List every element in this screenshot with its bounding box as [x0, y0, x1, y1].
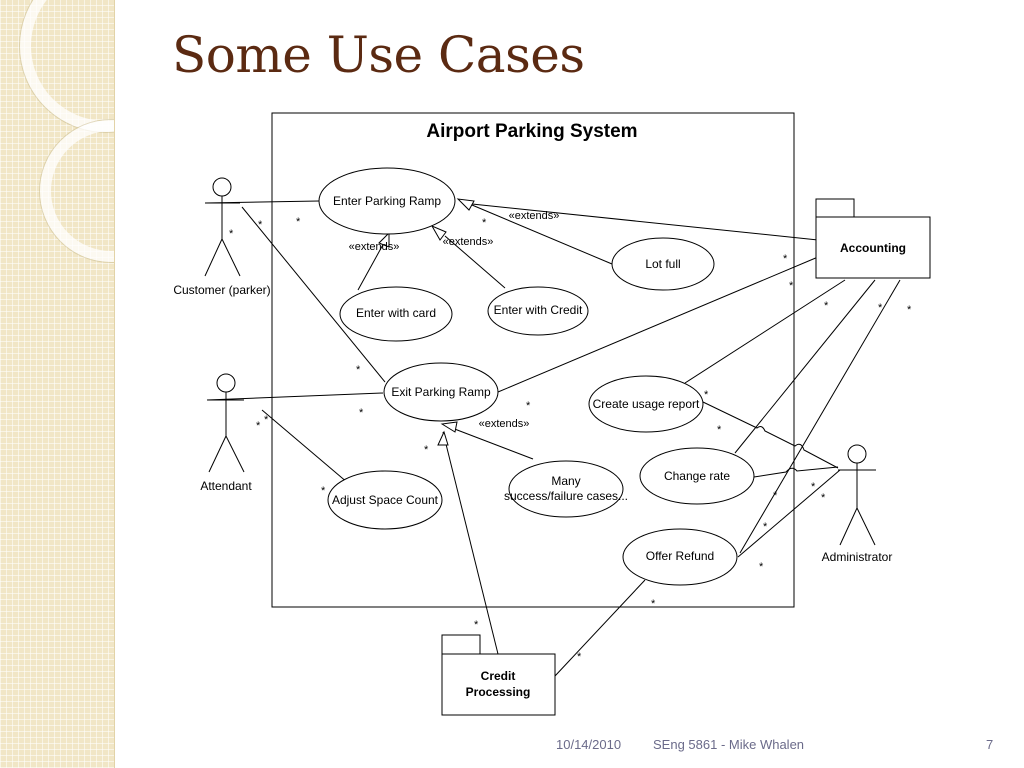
- use-case-enter-with-card-label: Enter with card: [356, 306, 436, 320]
- assoc-attendant-exit: [206, 392, 384, 401]
- multiplicity-star: *: [824, 300, 829, 312]
- use-case-many-cases: [508, 460, 624, 518]
- system-title: Airport Parking System: [426, 121, 637, 142]
- slide-title: Some Use Cases: [172, 26, 585, 84]
- use-case-lot-full: [611, 237, 715, 291]
- multiplicity-star: *: [356, 364, 361, 376]
- assoc-refund-admin: [737, 469, 841, 558]
- multiplicity-star: *: [264, 414, 269, 426]
- multiplicity-star: *: [359, 407, 364, 419]
- assoc-customer-exit: [241, 206, 386, 383]
- extends-card-line: [357, 240, 386, 291]
- attendant-label: Attendant: [200, 479, 252, 493]
- credit-exit-arrowhead: [437, 430, 449, 446]
- assoc-report-accounting: [684, 279, 846, 384]
- use-case-exit-parking-ramp-label: Exit Parking Ramp: [391, 385, 491, 399]
- multiplicity-star: *: [526, 400, 531, 412]
- assoc-rate-admin: [753, 466, 839, 478]
- administrator-label: Administrator: [822, 550, 893, 564]
- multiplicity-star: *: [763, 521, 768, 533]
- extends-lotfull-line: [471, 204, 613, 265]
- customer-actor: [204, 177, 241, 277]
- multiplicity-star: *: [773, 490, 778, 502]
- multiplicity-star: *: [424, 444, 429, 456]
- use-case-adjust-space-count: [327, 470, 443, 530]
- extends-lotfull-arrowhead: [456, 198, 475, 211]
- assoc-report-admin: [702, 401, 839, 469]
- use-case-many-label-line2: success/failure cases...: [504, 489, 628, 503]
- assoc-refund-credit: [554, 579, 646, 677]
- use-case-change-rate: [639, 447, 755, 505]
- use-case-many-label-line1: Many: [551, 474, 580, 488]
- use-case-enter-parking-ramp: [318, 167, 456, 235]
- use-case-enter-parking-ramp-label: Enter Parking Ramp: [333, 194, 441, 208]
- multiplicity-star: *: [474, 619, 479, 631]
- extends-card-arrowhead: [378, 231, 390, 248]
- multiplicity-star: *: [256, 420, 261, 432]
- extends-label-lot-full: «extends»: [509, 210, 560, 222]
- multiplicity-star: *: [704, 389, 709, 401]
- use-case-change-rate-label: Change rate: [664, 469, 730, 483]
- extends-many-arrowhead: [440, 421, 458, 433]
- multiplicity-star: *: [783, 253, 788, 265]
- assoc-exit-accounting: [497, 256, 819, 393]
- page-number: 7: [986, 737, 994, 752]
- accounting-label: Accounting: [840, 241, 906, 255]
- use-case-enter-with-credit: [487, 286, 589, 336]
- accounting-package-tab: [815, 198, 855, 218]
- assoc-attendant-adjust: [261, 409, 349, 484]
- extends-label-many: «extends»: [479, 418, 530, 430]
- use-case-offer-refund-label: Offer Refund: [646, 549, 714, 563]
- accounting-package: [815, 216, 931, 279]
- decorative-sidebar: [0, 0, 115, 768]
- administrator-actor: [838, 444, 876, 546]
- multiplicity-star: *: [296, 216, 301, 228]
- system-boundary: [271, 112, 795, 608]
- credit-package: [441, 653, 556, 716]
- multiplicity-star: *: [577, 651, 582, 663]
- use-case-create-usage-report-label: Create usage report: [593, 397, 700, 411]
- use-case-offer-refund: [622, 528, 738, 586]
- use-case-lot-full-label: Lot full: [645, 257, 680, 271]
- extends-label-card: «extends»: [349, 241, 400, 253]
- extends-label-credit: «extends»: [443, 236, 494, 248]
- multiplicity-star: *: [717, 424, 722, 436]
- multiplicity-star: *: [907, 304, 912, 316]
- customer-label: Customer (parker): [173, 283, 270, 297]
- multiplicity-star: *: [321, 485, 326, 497]
- credit-label-line2: Processing: [466, 685, 531, 699]
- multiplicity-star: *: [651, 598, 656, 610]
- multiplicity-star: *: [789, 280, 794, 292]
- accounting-enter-line: [471, 203, 819, 241]
- multiplicity-star: *: [759, 561, 764, 573]
- credit-label-line1: Credit: [481, 669, 516, 683]
- assoc-rate-accounting: [734, 279, 876, 454]
- footer-course: SEng 5861 - Mike Whalen: [653, 737, 805, 752]
- credit-package-tab: [441, 634, 481, 655]
- multiplicity-star: *: [878, 302, 883, 314]
- use-case-exit-parking-ramp: [383, 362, 499, 422]
- use-case-create-usage-report: [588, 375, 704, 433]
- extends-credit-arrowhead: [430, 224, 447, 241]
- multiplicity-star: *: [482, 217, 487, 229]
- multiplicity-star: *: [811, 481, 816, 493]
- extends-many-line: [451, 427, 534, 460]
- use-case-enter-with-credit-label: Enter with Credit: [494, 303, 583, 317]
- footer-date: 10/14/2010: [556, 737, 622, 752]
- use-case-enter-with-card: [339, 286, 453, 342]
- attendant-actor: [208, 373, 245, 473]
- multiplicity-star: *: [258, 219, 263, 231]
- multiplicity-star: *: [229, 228, 234, 240]
- assoc-exit-credit: [442, 431, 499, 655]
- multiplicity-star: *: [821, 492, 826, 504]
- assoc-refund-accounting: [739, 279, 901, 554]
- use-case-adjust-space-count-label: Adjust Space Count: [332, 493, 439, 507]
- extends-credit-line: [444, 235, 506, 289]
